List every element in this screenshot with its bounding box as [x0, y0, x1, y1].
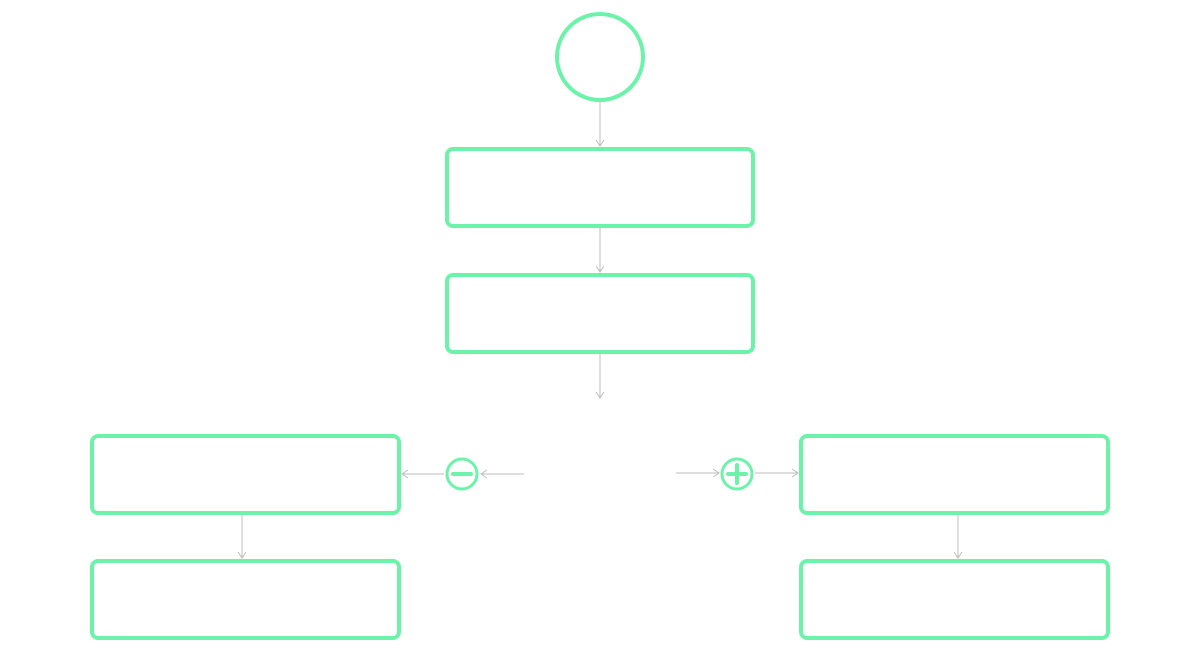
- plus-circle-icon: [720, 457, 754, 491]
- start-circle: [555, 12, 645, 102]
- step-2-box: [445, 273, 755, 354]
- node-positive-branch-2[interactable]: [799, 559, 1110, 640]
- node-step-1[interactable]: [445, 147, 755, 228]
- node-step-2[interactable]: [445, 273, 755, 354]
- minus-circle-icon: [445, 457, 479, 491]
- nodes: [90, 12, 1110, 640]
- edges: [237, 100, 963, 559]
- node-negative-branch-1[interactable]: [90, 434, 401, 515]
- negative-branch-2-box: [90, 559, 401, 640]
- positive-branch-1-box: [799, 434, 1110, 515]
- node-positive-branch-1[interactable]: [799, 434, 1110, 515]
- node-negative-branch-2[interactable]: [90, 559, 401, 640]
- positive-branch-2-box: [799, 559, 1110, 640]
- node-start[interactable]: [555, 12, 645, 102]
- step-1-box: [445, 147, 755, 228]
- branch-markers: [445, 457, 754, 491]
- negative-branch-1-box: [90, 434, 401, 515]
